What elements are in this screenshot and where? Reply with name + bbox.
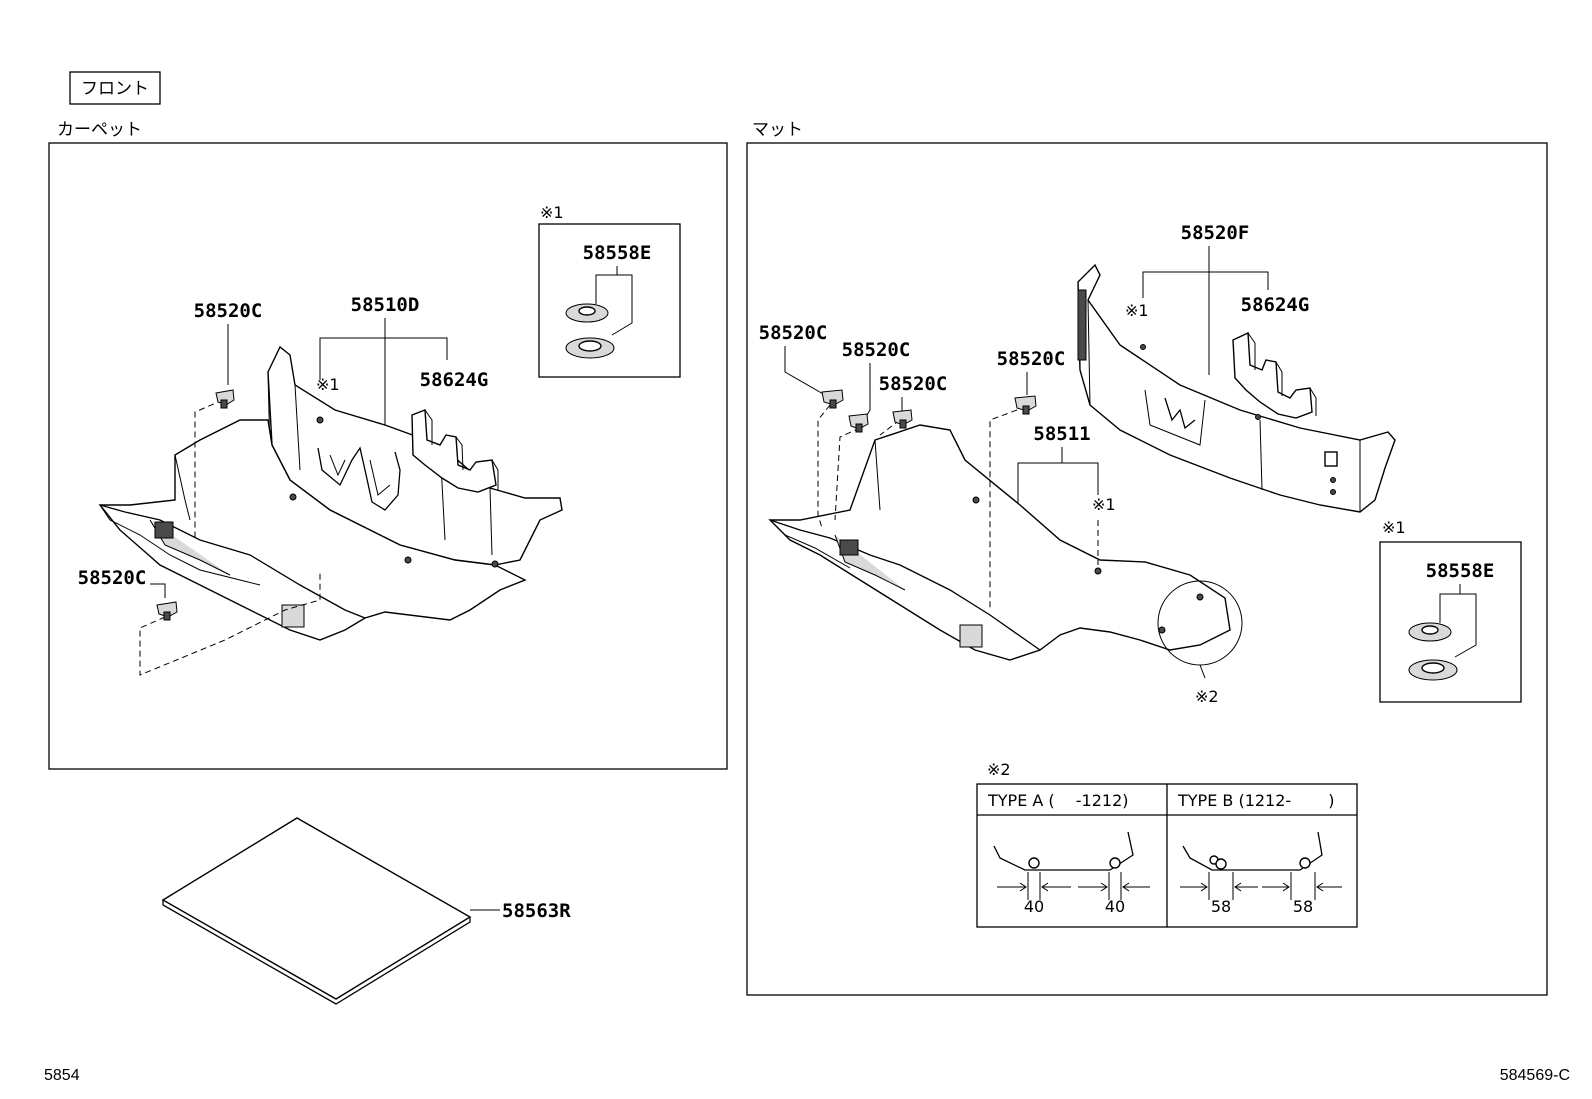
label-58624G-right: 58624G [1241, 294, 1310, 316]
mat-inset-frame [1379, 541, 1522, 703]
grommet-58558E-right [1408, 584, 1477, 681]
carpet-note-mark-1: ※1 [316, 375, 340, 394]
mat-rear-note-mark-1: ※1 [1125, 301, 1149, 320]
mat-note-mark-2: ※2 [1195, 687, 1219, 706]
label-58511: 58511 [1033, 423, 1090, 445]
carpet-section-title: カーペット [57, 120, 142, 140]
label-58520C-left-top: 58520C [194, 300, 263, 322]
part-58624G-left [411, 409, 499, 493]
label-58510D: 58510D [351, 294, 420, 316]
label-58558E-left: 58558E [583, 242, 652, 264]
page-code-right: 584569-C [1500, 1067, 1570, 1084]
mat-inset-note-mark: ※1 [1382, 518, 1406, 537]
clip-58520C-right-4 [1014, 395, 1037, 415]
type-b-header: TYPE B (1212- ) [1177, 791, 1335, 810]
clip-58520C-left-top [215, 389, 235, 409]
front-badge-text: フロント [81, 79, 149, 99]
carpet-inset-note-mark: ※1 [540, 203, 564, 222]
carpet-panel-frame [48, 142, 728, 770]
type-a-header: TYPE A ( -1212) [987, 791, 1129, 810]
sheet-58563R [161, 817, 500, 1005]
type-b-dimension-2: 58 [1293, 897, 1313, 916]
label-58520C-right-3: 58520C [879, 373, 948, 395]
clip-58520C-right-3 [892, 409, 913, 429]
mat-58511-illustration [768, 404, 1243, 679]
label-58520F: 58520F [1181, 222, 1250, 244]
type-table-note-mark: ※2 [987, 760, 1011, 779]
label-58520C-right-4: 58520C [997, 348, 1066, 370]
mat-panel-frame [746, 142, 1548, 996]
carpet-58510D-illustration [98, 345, 563, 676]
type-a-dimension-2: 40 [1105, 897, 1125, 916]
mat-note-mark-1: ※1 [1092, 495, 1116, 514]
type-a-dimension-1: 40 [1024, 897, 1044, 916]
mat-section-title: マット [752, 120, 803, 140]
clip-58520C-right-1 [821, 389, 844, 409]
clip-58520C-right-2 [848, 413, 869, 433]
grommet-58558E-left [565, 266, 633, 359]
type-b-dimension-1: 58 [1211, 897, 1231, 916]
page-code-left: 5854 [44, 1067, 80, 1084]
front-badge: フロント [69, 71, 161, 105]
part-58624G-right [1232, 331, 1317, 419]
label-58558E-right: 58558E [1426, 560, 1495, 582]
label-58624G-left: 58624G [420, 369, 489, 391]
type-table: TYPE A ( -1212) TYPE B (1212- ) 40 40 58… [976, 783, 1358, 928]
carpet-inset-frame [538, 223, 681, 378]
label-58520C-left-bottom: 58520C [78, 567, 147, 589]
clip-58520C-left-bottom [156, 601, 178, 621]
rear-panel-58520F [1077, 263, 1396, 513]
label-58520C-right-2: 58520C [842, 339, 911, 361]
label-58520C-right-1: 58520C [759, 322, 828, 344]
label-58563R: 58563R [502, 900, 571, 922]
